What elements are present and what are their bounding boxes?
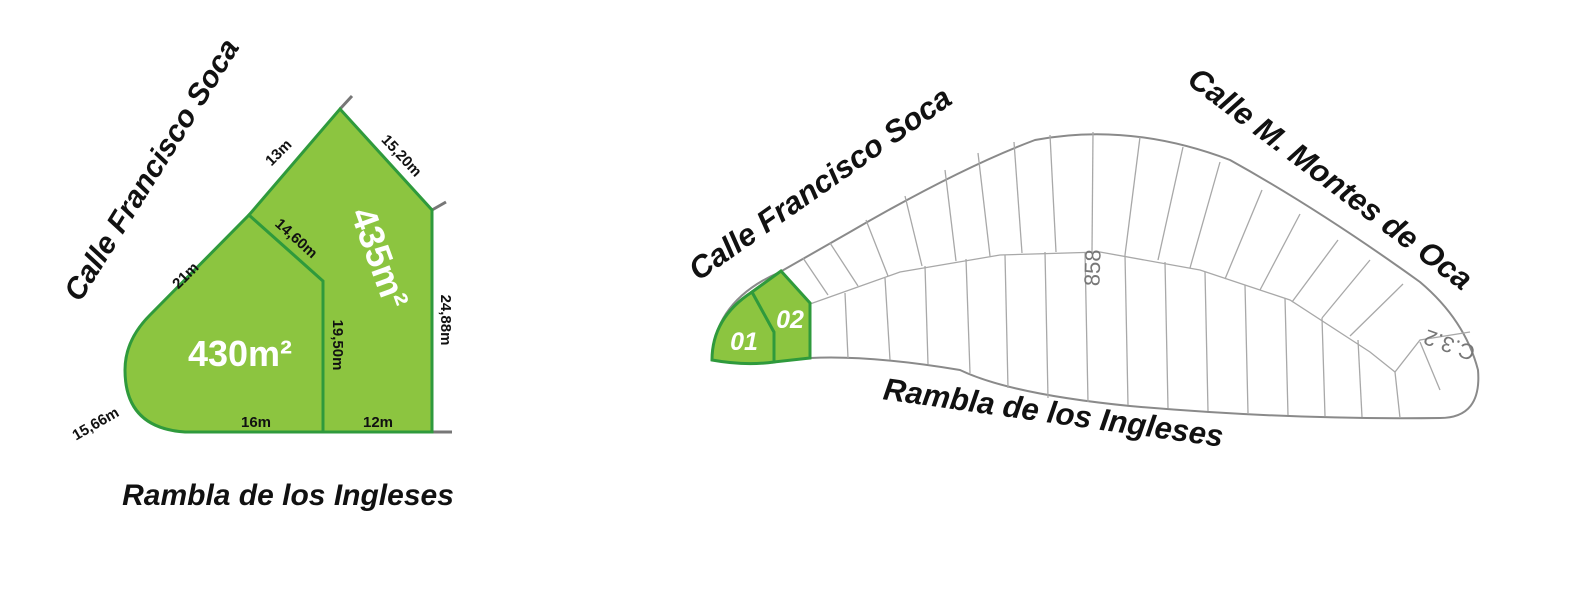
dim-right-edge: 24,88m: [437, 295, 454, 346]
lot-430-area: 430m²: [188, 333, 292, 374]
dim-bottom-right: 12m: [363, 414, 393, 431]
block-number: 858: [1079, 249, 1105, 287]
lot-01[interactable]: [710, 289, 776, 366]
street-label-rambla: Rambla de los Ingleses: [122, 479, 454, 512]
corner-stub: [338, 94, 354, 111]
left-lot-plan: 13m 15,20m 14,60m 21m 24,88m 19,50m 15,6…: [58, 33, 454, 512]
lot-01-label: 01: [730, 328, 758, 356]
street-label-rambla-right: Rambla de los Ingleses: [881, 371, 1225, 453]
block-spine-end: [1394, 331, 1471, 373]
right-block-plan: 01 02 858 C.3.2 Calle Francisco Soca Cal…: [682, 60, 1480, 454]
lot-02-label: 02: [776, 306, 804, 334]
block-spine: [809, 251, 1396, 373]
street-label-francisco-soca-right: Calle Francisco Soca: [682, 80, 958, 288]
upper-lot-dividers: [802, 131, 1404, 337]
street-label-montes-de-oca: Calle M. Montes de Oca: [1182, 60, 1480, 296]
block-outline: [710, 133, 1480, 420]
lot-430[interactable]: [123, 212, 325, 434]
lot-435[interactable]: [246, 106, 434, 434]
corner-stub: [431, 200, 447, 212]
corner-mark: C.3.2: [1420, 324, 1478, 365]
lot-02[interactable]: [750, 268, 812, 364]
dim-bottom-left: 16m: [241, 414, 271, 431]
dim-middle-divider: 19,50m: [329, 320, 346, 371]
lower-lot-dividers: [844, 251, 1441, 419]
dim-corner-curve: 15,66m: [69, 404, 122, 444]
